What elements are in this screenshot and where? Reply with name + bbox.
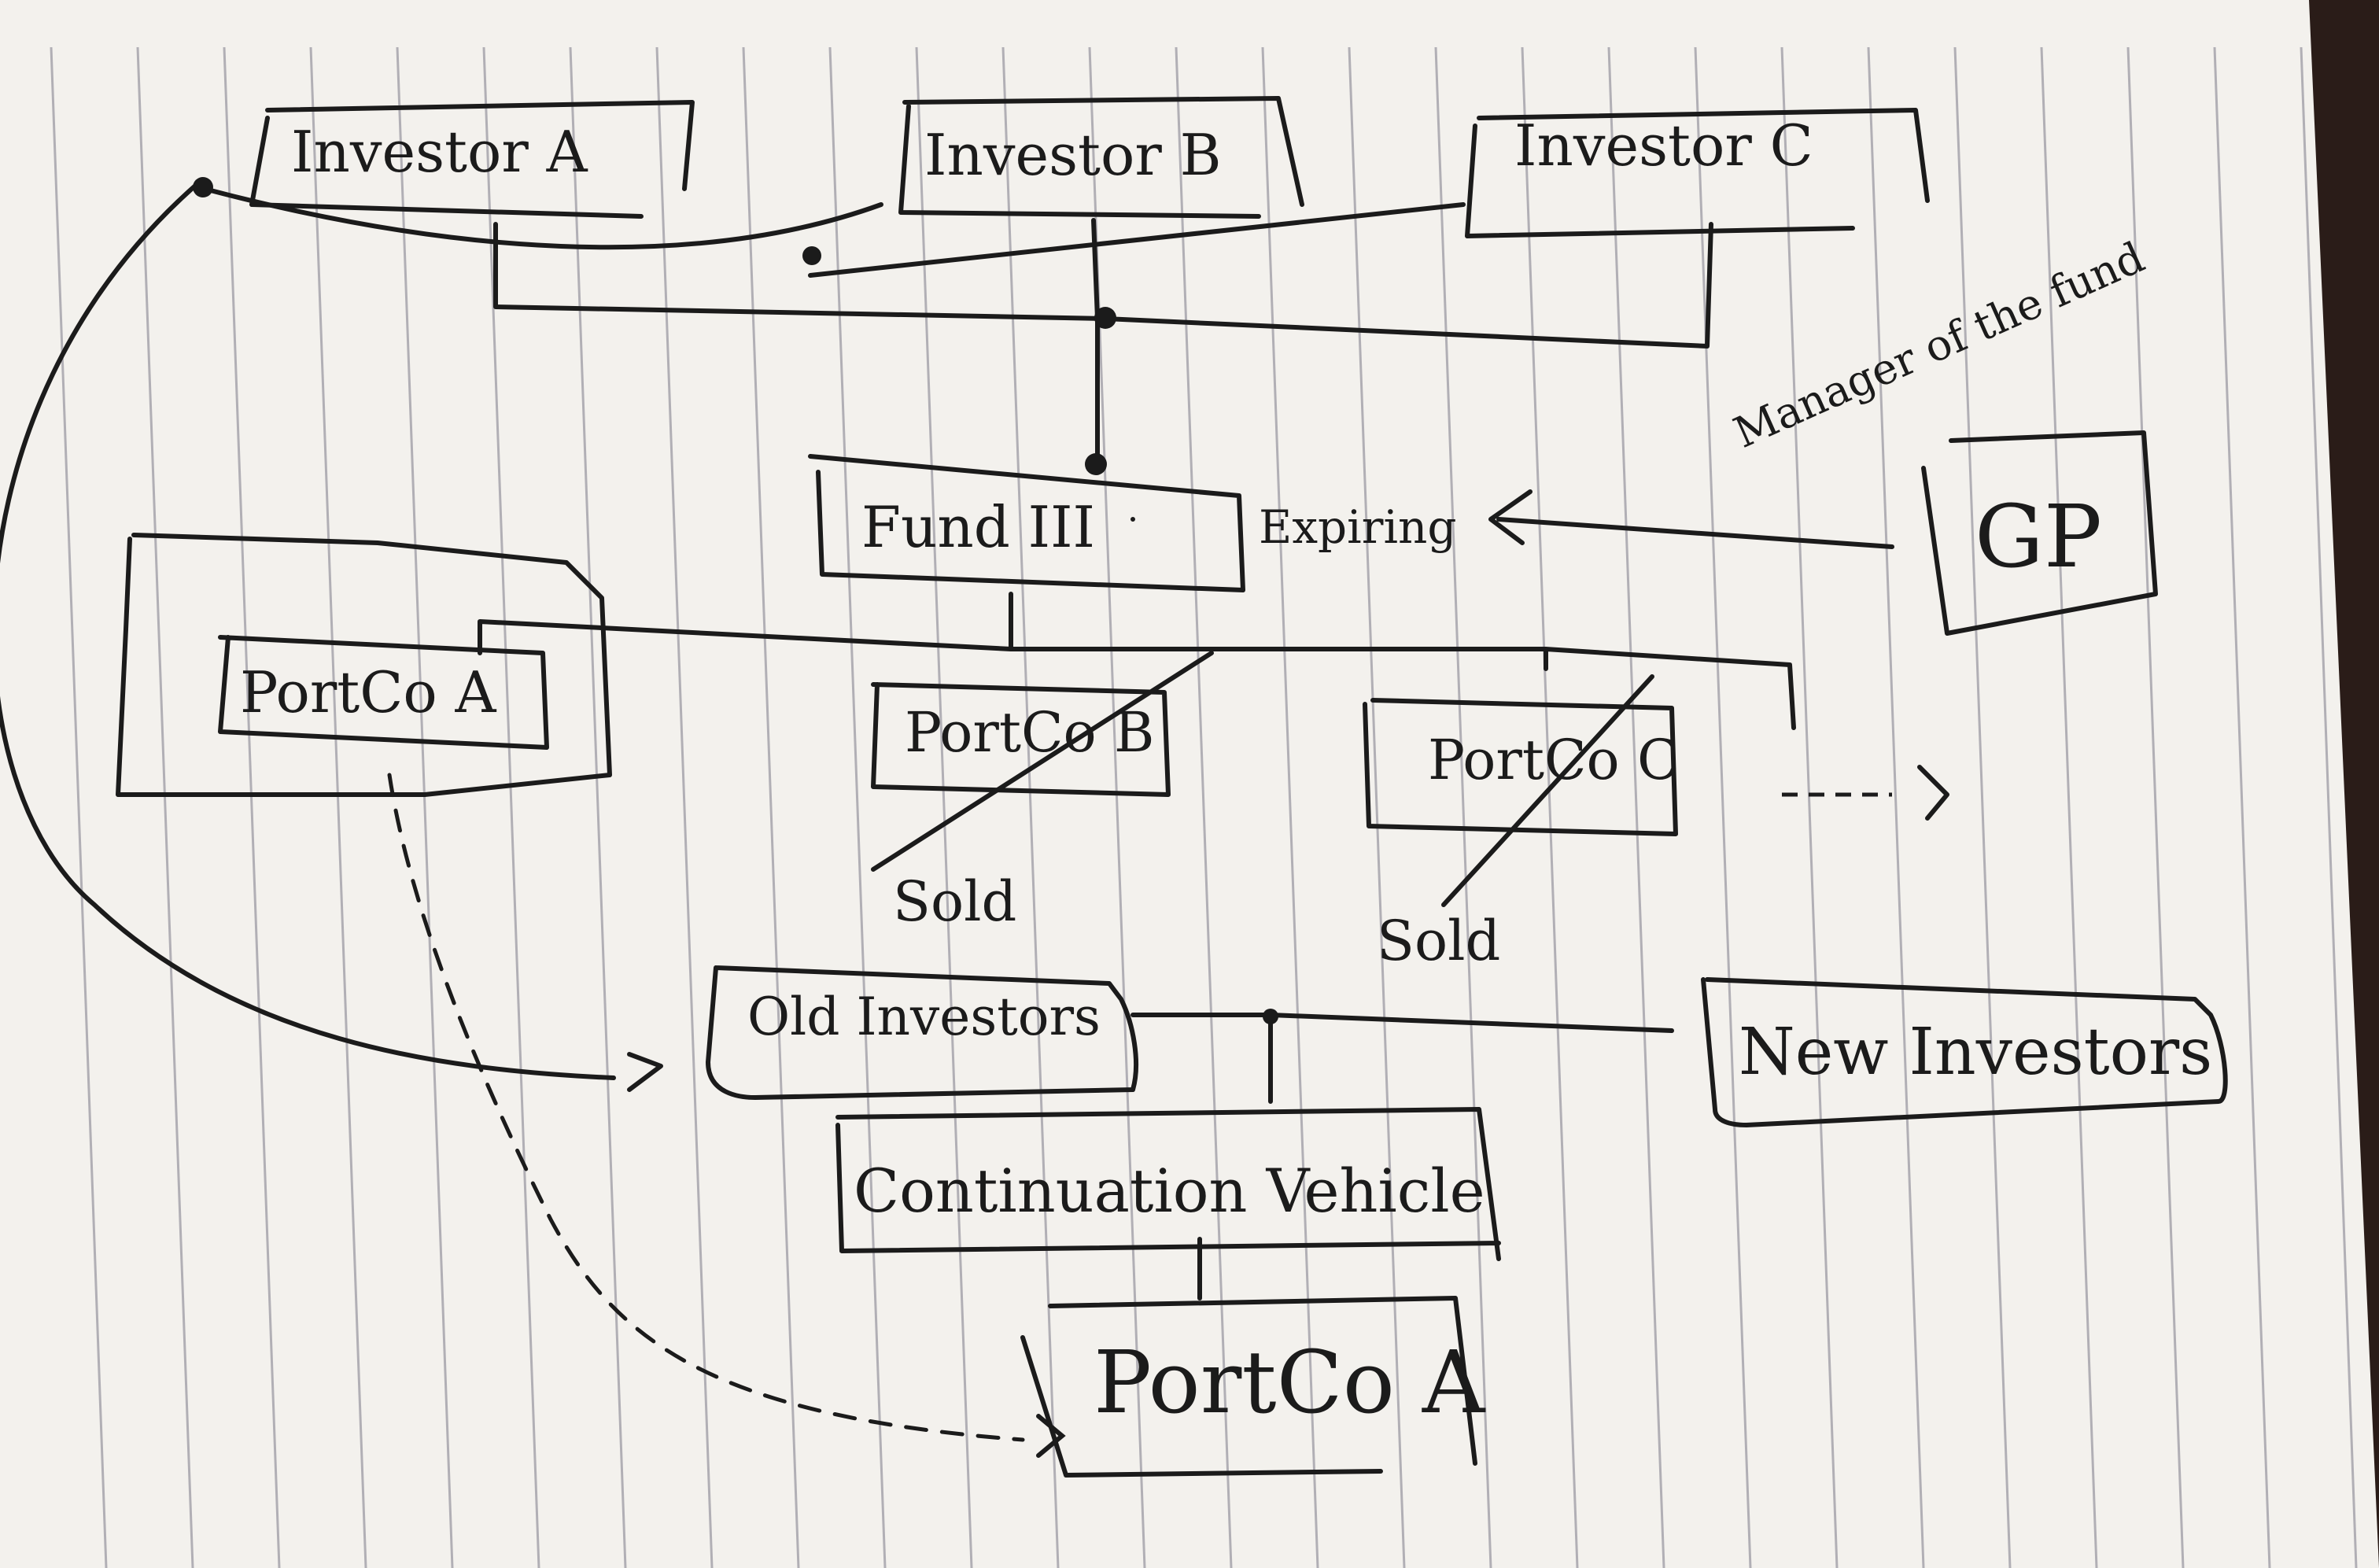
ruled-line [136,46,194,1568]
new-investors-label: New Investors [1739,1015,2212,1090]
ruled-line [2126,46,2185,1568]
investor-c-box [1465,108,1930,238]
ruled-line [828,46,887,1568]
ruled-line [1175,46,1233,1568]
ruled-line [1780,46,1839,1568]
investor-a-link [493,222,1108,321]
ruled-line [482,46,540,1568]
ruled-line [309,46,367,1568]
portco-b-strike [871,651,1214,872]
portco-b-label: PortCo B [905,700,1154,765]
new-to-cv-link [1268,1013,1674,1033]
cv-label: Continuation Vehicle [854,1156,1485,1226]
gp-label: GP [1975,486,2102,587]
portco-a-transfer-arrowhead [1036,1414,1066,1458]
portco-c-box [1363,698,1678,836]
portco-b-box [871,682,1171,797]
ruled-line [1607,46,1665,1568]
ruled-line [2040,46,2098,1568]
portco-a-box [218,635,549,750]
ruled-line [1348,46,1406,1568]
junction-dot [1263,1009,1278,1024]
ruled-line [655,46,714,1568]
investor-a-box [249,100,695,219]
investor-c-label: Investor C [1514,113,1813,179]
old-investors-arrowhead [627,1052,663,1092]
ruled-line [1953,46,2012,1568]
investor-b-label: Investor B [924,122,1222,188]
investor-b-box [898,96,1304,219]
more-arrow [1917,765,1949,821]
ruled-line [1434,46,1492,1568]
fund-to-portcos [1009,592,1796,730]
old-investors-box [706,965,1139,1100]
diagram-strokes [0,96,2228,1478]
ruled-line [742,46,800,1568]
junction-dots [193,177,1278,1024]
portco-c-label: PortCo C [1428,728,1680,792]
gp-to-fund-arrow [1488,489,1894,549]
fund-label: Fund III [861,494,1095,560]
expiring-label: Expiring [1259,500,1456,554]
junction-dot [1085,453,1107,475]
new-investors-box [1701,977,2228,1127]
investor-a-to-old-investors-curve [0,179,616,1080]
fund-box [808,454,1245,592]
portco-a-new-box [1020,1296,1477,1478]
portco-a-group [116,533,612,797]
ruled-line [1867,46,1925,1568]
portco-a-new-label: PortCo A [1094,1332,1486,1433]
ruled-line [396,46,454,1568]
portco-c-strike [1441,674,1654,907]
investor-a-label: Investor A [291,119,588,185]
gp-box [1130,430,2158,636]
investor-b-to-c-curve [808,202,1466,278]
ruled-line [50,46,108,1568]
junction-dot [802,246,821,265]
investor-a-to-b-curve [202,186,883,250]
portco-a-transfer-dashed [387,773,1025,1442]
junction-dot [1094,307,1116,329]
ruled-line [2213,46,2271,1568]
sold-b-label: Sold [893,869,1016,934]
ruled-line [1521,46,1579,1568]
portco-a-label: PortCo A [240,659,497,725]
ruled-line [1261,46,1319,1568]
cv-box [835,1107,1501,1261]
ruled-line [223,46,281,1568]
ruled-line [1001,46,1060,1568]
ruled-line [569,46,627,1568]
ruled-line [2300,46,2358,1568]
old-investors-label: Old Investors [747,987,1101,1047]
investor-c-link [1103,222,1713,349]
ruled-line [1694,46,1752,1568]
fund-to-portco-a [478,619,1013,655]
junction-dot [193,177,213,197]
ruled-line [915,46,973,1568]
sold-c-label: Sold [1377,909,1500,973]
